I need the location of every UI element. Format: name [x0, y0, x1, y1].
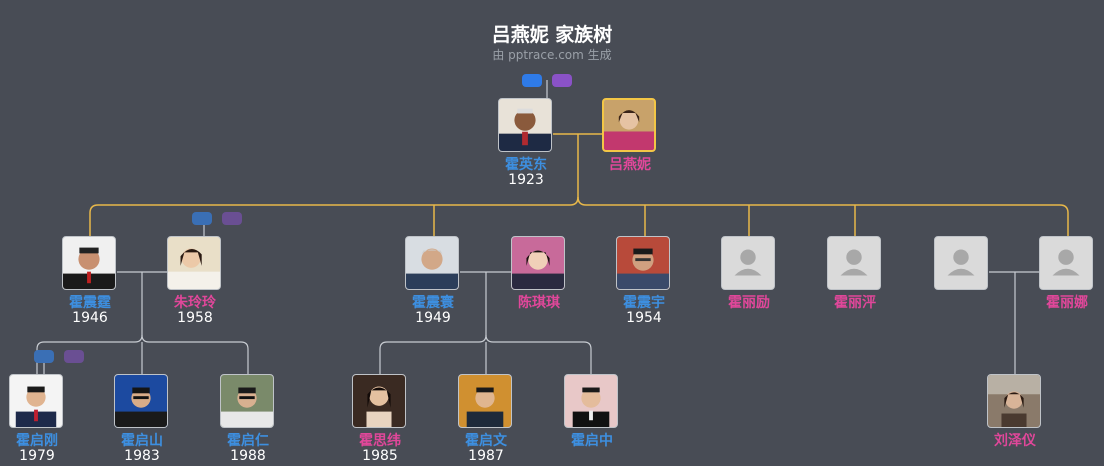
- person-name: 吕燕妮: [609, 157, 651, 173]
- marriage-indicator-female[interactable]: [64, 350, 84, 363]
- person-name: 刘泽仪: [994, 433, 1036, 449]
- person-photo: [167, 236, 221, 290]
- person-photo: [62, 236, 116, 290]
- person-photo-placeholder: [934, 236, 988, 290]
- person-name: 霍震寰: [412, 295, 454, 311]
- person-name: 霍丽励: [728, 295, 770, 311]
- marriage-indicator-female[interactable]: [222, 212, 242, 225]
- person-photo: [114, 374, 168, 428]
- person-photo-placeholder: [721, 236, 775, 290]
- person-birth-year: 1983: [124, 448, 160, 464]
- person-name: 霍震霆: [69, 295, 111, 311]
- person-name: 霍启仁: [227, 433, 269, 449]
- person-photo-placeholder: [827, 236, 881, 290]
- person-name: 霍丽娜: [1046, 295, 1088, 311]
- person-birth-year: 1923: [508, 172, 544, 188]
- user-placeholder-icon: [1040, 237, 1092, 289]
- user-placeholder-icon: [935, 237, 987, 289]
- user-placeholder-icon: [722, 237, 774, 289]
- person-birth-year: 1987: [468, 448, 504, 464]
- user-placeholder-icon: [828, 237, 880, 289]
- person-name: 陈琪琪: [518, 295, 560, 311]
- marriage-indicator-male[interactable]: [522, 74, 542, 87]
- person-birth-year: 1985: [362, 448, 398, 464]
- person-name: 霍思纬: [359, 433, 401, 449]
- person-name: 霍启文: [465, 433, 507, 449]
- person-name: 霍震宇: [623, 295, 665, 311]
- person-name: 朱玲玲: [174, 295, 216, 311]
- person-photo: [220, 374, 274, 428]
- person-birth-year: 1949: [415, 310, 451, 326]
- person-photo: [9, 374, 63, 428]
- marriage-indicator-male[interactable]: [192, 212, 212, 225]
- page-title: 吕燕妮 家族树: [491, 24, 613, 46]
- person-birth-year: 1979: [19, 448, 55, 464]
- person-birth-year: 1954: [626, 310, 662, 326]
- person-birth-year: 1946: [72, 310, 108, 326]
- person-photo: [498, 98, 552, 152]
- person-name: 霍启中: [571, 433, 613, 449]
- marriage-indicator-male[interactable]: [34, 350, 54, 363]
- person-photo-placeholder: [1039, 236, 1093, 290]
- person-photo: [511, 236, 565, 290]
- person-photo: [564, 374, 618, 428]
- person-photo: [405, 236, 459, 290]
- person-name: 霍启山: [121, 433, 163, 449]
- person-photo: [987, 374, 1041, 428]
- page-subtitle: 由 pptrace.com 生成: [492, 48, 612, 62]
- person-photo: [352, 374, 406, 428]
- marriage-indicator-female[interactable]: [552, 74, 572, 87]
- person-photo: [616, 236, 670, 290]
- person-birth-year: 1988: [230, 448, 266, 464]
- person-photo: [602, 98, 656, 152]
- person-name: 霍启刚: [16, 433, 58, 449]
- person-photo: [458, 374, 512, 428]
- person-birth-year: 1958: [177, 310, 213, 326]
- person-name: 霍丽泙: [834, 295, 876, 311]
- person-name: 霍英东: [505, 157, 547, 173]
